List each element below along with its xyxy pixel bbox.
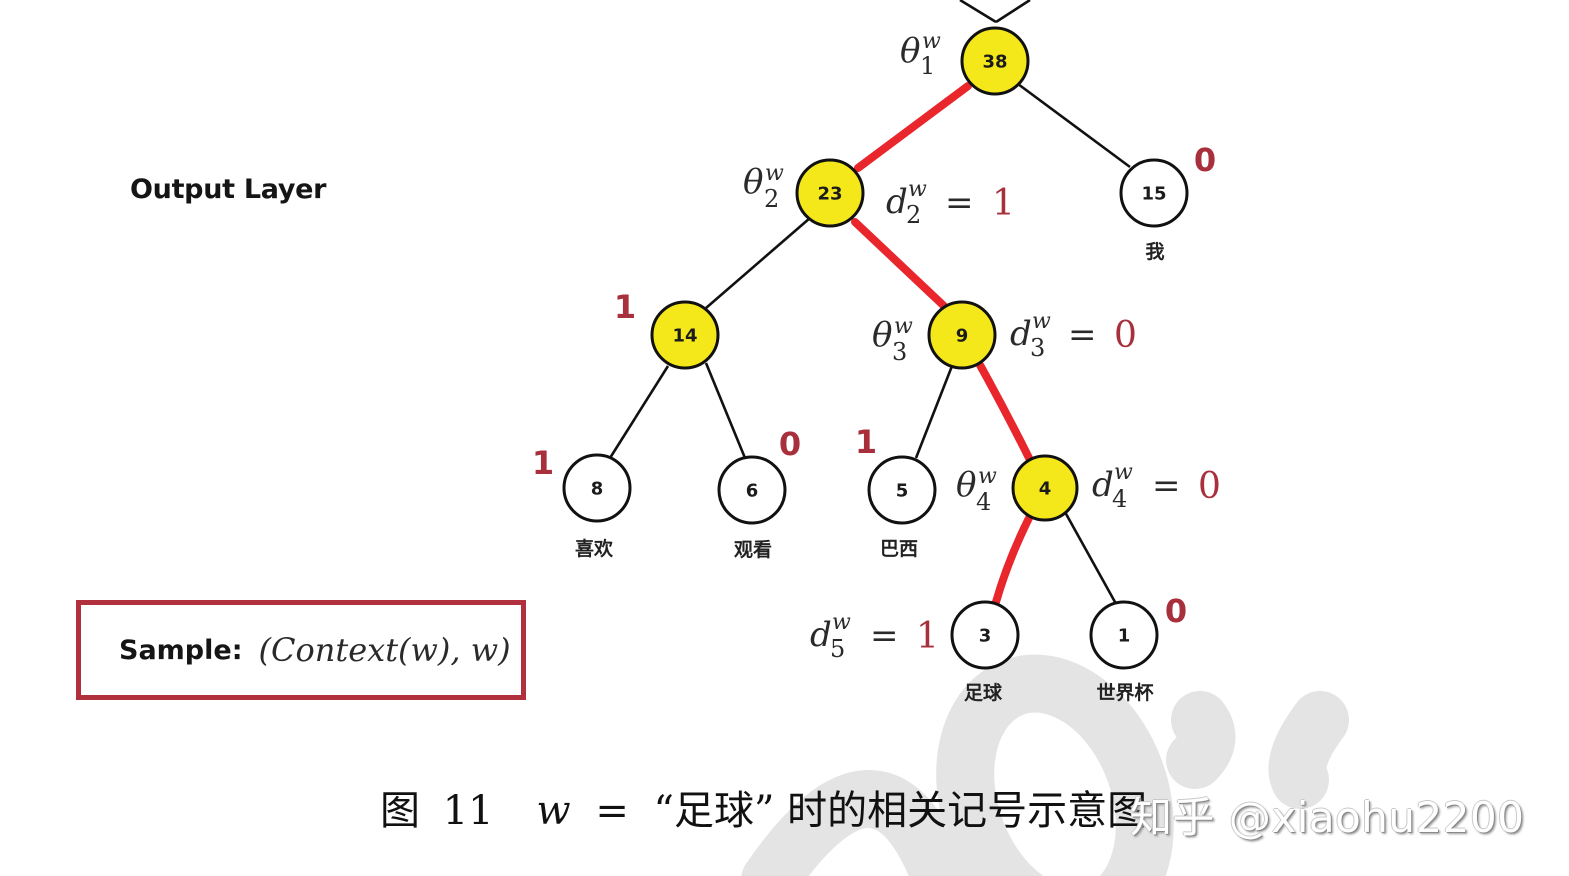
word-label-xihuan: 喜欢 [575,537,614,560]
figure-caption: 图 11 w = “足球” 时的相关记号示意图 [380,778,1147,836]
d-value: 1 [992,183,1015,224]
node-1: 1 世界杯 [1089,600,1159,704]
d-value: 0 [1198,466,1221,507]
node-4: 4 [1011,454,1079,522]
superscript-w: w [978,464,997,489]
theta-symbol: θ [900,31,920,71]
node-value: 4 [1039,479,1052,500]
sample-label: Sample: [119,634,243,666]
theta-2-label: θ w 2 [743,161,784,213]
subscript: 4 [1112,485,1127,513]
d-5-label: d w 5 = 1 [810,610,939,663]
node-value: 5 [896,481,909,502]
zhihu-watermark: 知乎 @xiaohu2200 [1130,793,1525,842]
edge-14-6 [704,362,747,459]
superscript-w: w [922,29,941,54]
subscript: 2 [764,185,779,213]
edge-9-5 [914,365,954,459]
caption-fig-number: 11 [442,788,494,834]
word-label-shijiebei: 世界杯 [1096,681,1153,704]
node-value: 9 [956,326,969,347]
bit-8: 1 [532,444,554,482]
theta-symbol: θ [872,315,892,355]
edge-23-9 [851,218,948,310]
d-4-label: d w 4 = 0 [1092,460,1221,513]
d-value: 1 [916,616,939,657]
node-value: 3 [979,626,992,647]
d-symbol: d [886,182,908,222]
edge-38-23 [854,82,972,172]
word-label-guankan: 观看 [734,539,772,561]
theta-4-label: θ w 4 [956,464,997,516]
superscript-w: w [1114,460,1133,485]
sample-formula: (Context(w), w) [258,631,511,669]
root-input-edges [959,0,1031,24]
word-label-wo: 我 [1145,241,1164,263]
node-3: 3 足球 [950,600,1020,704]
node-38: 38 [960,26,1030,96]
theta-3-label: θ w 3 [872,314,913,366]
d-symbol: d [1092,465,1114,505]
node-5: 5 巴西 [867,455,937,560]
word-label-baxi: 巴西 [880,538,918,560]
edge-4-3 [992,512,1034,606]
d-2-label: d w 2 = 1 [886,177,1015,229]
bit-1: 0 [1165,592,1187,630]
caption-fig-prefix: 图 [380,788,420,834]
bit-15: 0 [1194,141,1216,179]
tree-edges [608,82,1131,606]
subscript: 3 [892,338,907,366]
node-9: 9 [927,300,997,370]
edge-14-8 [608,365,670,459]
bit-5: 1 [855,423,877,461]
watermark-background-shapes [741,654,1349,876]
superscript-w: w [832,610,851,635]
d-value: 0 [1114,315,1137,356]
equals-sign: = [1152,466,1181,506]
equals-sign: = [945,183,974,223]
edge-9-4 [976,361,1034,464]
d-symbol: d [810,615,832,655]
node-14: 14 [650,300,720,370]
subscript: 2 [906,201,921,229]
d-symbol: d [1010,314,1032,354]
edge-38-15 [1017,82,1131,169]
superscript-w: w [908,177,927,202]
subscript: 4 [976,488,991,516]
edge-4-1 [1063,511,1117,603]
node-value: 6 [746,481,759,502]
word-label-zuqiu: 足球 [964,681,1003,704]
caption-variable: w [536,788,571,834]
subscript: 1 [920,52,935,80]
theta-symbol: θ [743,162,763,202]
node-6: 6 观看 [717,455,787,561]
bit-6: 0 [779,425,801,463]
superscript-w: w [894,314,913,339]
node-value: 15 [1141,184,1166,205]
subscript: 3 [1030,334,1045,362]
theta-symbol: θ [956,465,976,505]
code-bits: 0 1 1 0 1 0 [532,141,1216,630]
equals-sign: = [870,616,899,656]
caption-text: “足球” 时的相关记号示意图 [653,788,1148,834]
subscript: 5 [830,635,845,663]
node-value: 1 [1118,626,1131,647]
sample-box: Sample: (Context(w), w) [76,600,526,700]
node-value: 8 [591,479,604,500]
bit-14: 1 [614,288,636,326]
equals-sign: = [1068,315,1097,355]
node-23: 23 [795,158,865,228]
superscript-w: w [1032,309,1051,334]
caption-equals: = [595,788,629,834]
node-15: 15 我 [1119,158,1189,263]
edge-23-14 [705,217,811,309]
d-3-label: d w 3 = 0 [1010,309,1137,362]
superscript-w: w [765,161,784,186]
node-value: 14 [672,326,697,347]
node-value: 23 [817,184,842,205]
node-8: 8 喜欢 [562,453,632,560]
theta-1-label: θ w 1 [900,29,941,80]
output-layer-label: Output Layer [130,174,327,205]
node-value: 38 [982,52,1007,73]
